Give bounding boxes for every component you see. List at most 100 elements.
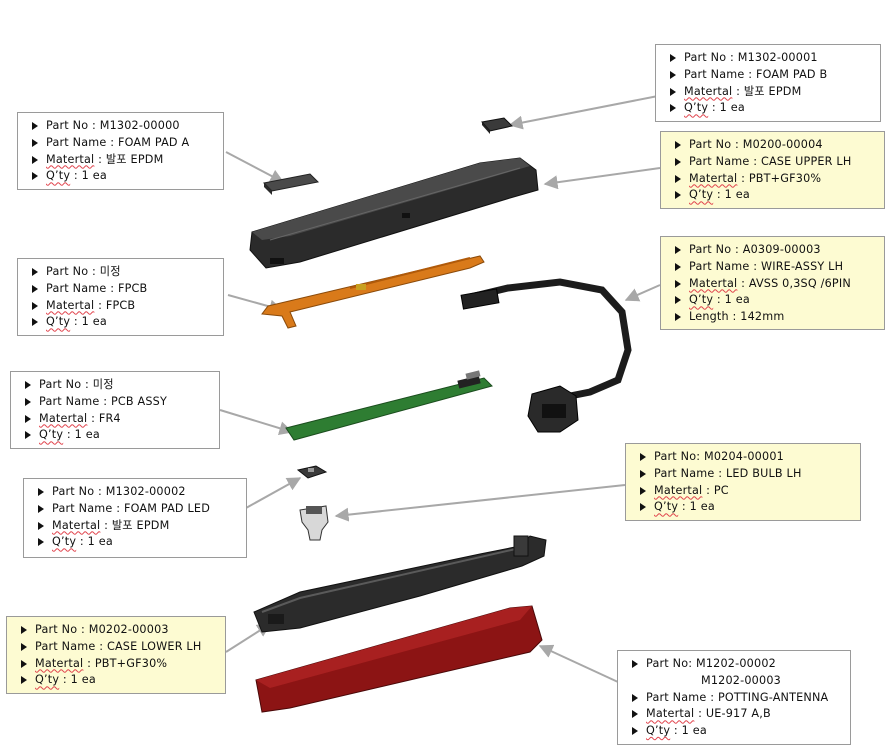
- bullet-triangle-icon: [32, 318, 38, 327]
- row-part-no-2: M1202-00003: [632, 673, 842, 690]
- bullet-triangle-icon: [25, 381, 31, 389]
- bullet-triangle-icon: [32, 122, 38, 130]
- row-part-no: Part No: M0204-00001: [640, 449, 852, 466]
- label-part-name: Part Name: [46, 281, 107, 295]
- callout-led-bulb: Part No: M0204-00001 Part Name : LED BUL…: [625, 443, 861, 521]
- row-material: Matertal : FPCB: [32, 298, 215, 315]
- foam-pad-b-part: [481, 117, 513, 134]
- bullet-triangle-icon: [675, 313, 681, 322]
- row-material: Matertal : 발포 EPDM: [32, 152, 215, 169]
- callout-wire-assy: Part No : A0309-00003 Part Name : WIRE-A…: [660, 236, 885, 330]
- label-qty: Q’ty: [52, 535, 77, 549]
- callout-foam-pad-a: Part No : M1302-00000 Part Name : FOAM P…: [17, 112, 224, 190]
- bullet-triangle-icon: [32, 301, 38, 310]
- foam-pad-led-part: [296, 465, 328, 479]
- leader-lines: [219, 95, 661, 683]
- row-part-name: Part Name : FPCB: [32, 281, 215, 298]
- bullet-triangle-icon: [640, 503, 646, 512]
- foam-pad-a-part: [262, 173, 320, 195]
- row-part-name: Part Name : FOAM PAD LED: [38, 501, 238, 518]
- value-material: UE-917 A,B: [705, 707, 771, 721]
- row-qty: Q’ty : 1 ea: [32, 168, 215, 185]
- label-part-name: Part Name: [35, 639, 96, 653]
- label-qty: Q’ty: [684, 101, 709, 115]
- bullet-triangle-icon: [670, 70, 676, 79]
- value-material: 발포 EPDM: [105, 152, 164, 166]
- bullet-triangle-icon: [38, 538, 44, 547]
- row-part-name: Part Name : CASE LOWER LH: [21, 639, 217, 656]
- callout-case-lower: Part No : M0202-00003 Part Name : CASE L…: [6, 616, 226, 694]
- callout-case-upper: Part No : M0200-00004 Part Name : CASE U…: [660, 131, 885, 209]
- row-qty: Q’ty : 1 ea: [675, 187, 876, 204]
- label-qty: Q’ty: [654, 500, 679, 514]
- label-part-name: Part Name: [654, 466, 715, 480]
- row-part-no: Part No : 미정: [25, 377, 211, 394]
- bullet-triangle-icon: [640, 486, 646, 495]
- bullet-triangle-icon: [675, 246, 681, 254]
- row-part-no: Part No: M1202-00002: [632, 656, 842, 673]
- value-part-no: M1302-00000: [99, 119, 180, 132]
- label-material: Matertal: [689, 276, 738, 290]
- row-part-name: Part Name : FOAM PAD B: [670, 67, 872, 84]
- row-part-name: Part Name : CASE UPPER LH: [675, 154, 876, 171]
- label-part-name: Part Name: [689, 259, 750, 273]
- label-material: Matertal: [646, 707, 695, 721]
- leader-foam-pad-a: [225, 151, 285, 183]
- label-qty: Q’ty: [46, 169, 71, 183]
- row-material: Matertal : AVSS 0,3SQ /6PIN: [675, 276, 876, 293]
- bullet-triangle-icon: [21, 676, 27, 685]
- row-qty: Q’ty : 1 ea: [25, 427, 211, 444]
- callout-foam-pad-b: Part No : M1302-00001 Part Name : FOAM P…: [655, 44, 881, 122]
- row-part-no: Part No : M1302-00001: [670, 50, 872, 67]
- label-length: Length: [689, 310, 729, 324]
- value-part-name: FOAM PAD A: [117, 135, 190, 149]
- value-part-no: M0204-00001: [704, 450, 784, 463]
- bullet-triangle-icon: [32, 172, 38, 181]
- row-part-no: Part No : M1302-00000: [32, 118, 215, 135]
- value-material: FPCB: [105, 298, 136, 312]
- fpcb-part: [261, 255, 485, 329]
- row-material: Matertal : UE-917 A,B: [632, 706, 842, 723]
- label-material: Matertal: [684, 84, 733, 98]
- label-part-no: Part No: [646, 657, 689, 670]
- bullet-triangle-icon: [32, 284, 38, 293]
- leader-foam-pad-b: [508, 95, 659, 130]
- label-material: Matertal: [46, 152, 95, 166]
- value-part-no: M1302-00002: [105, 485, 186, 498]
- row-part-no: Part No : 미정: [32, 264, 215, 281]
- value-material: PBT+GF30%: [748, 171, 822, 185]
- case-upper-part: [249, 157, 539, 269]
- row-part-name: Part Name : FOAM PAD A: [32, 135, 215, 152]
- row-part-name: Part Name : PCB ASSY: [25, 394, 211, 411]
- bullet-triangle-icon: [632, 693, 638, 702]
- value-material: 발포 EPDM: [743, 84, 802, 98]
- label-part-no: Part No: [654, 450, 697, 463]
- bullet-triangle-icon: [675, 262, 681, 271]
- leader-foam-pad-led: [245, 477, 302, 509]
- bullet-triangle-icon: [640, 469, 646, 478]
- bullet-triangle-icon: [21, 642, 27, 651]
- pcb-assy-part: [285, 370, 493, 441]
- value-qty: 1 ea: [689, 500, 715, 514]
- row-part-no: Part No : M0200-00004: [675, 137, 876, 154]
- row-material: Matertal : PBT+GF30%: [21, 656, 217, 673]
- value-material: PC: [713, 483, 729, 497]
- label-qty: Q’ty: [689, 293, 714, 307]
- callout-potting-antenna: Part No: M1202-00002 M1202-00003 Part Na…: [617, 650, 851, 745]
- value-qty: 1 ea: [719, 101, 745, 115]
- row-material: Matertal : 발포 EPDM: [38, 518, 238, 535]
- leader-pcb-assy: [219, 409, 294, 436]
- leader-potting: [538, 644, 619, 683]
- bullet-triangle-icon: [675, 157, 681, 166]
- value-material: FR4: [98, 411, 121, 425]
- value-part-name: WIRE-ASSY LH: [760, 259, 844, 273]
- bullet-triangle-icon: [32, 268, 38, 276]
- bullet-triangle-icon: [38, 488, 44, 496]
- label-material: Matertal: [46, 298, 95, 312]
- label-part-name: Part Name: [52, 501, 113, 515]
- value-part-no: M1202-00002: [696, 657, 776, 670]
- label-part-no: Part No: [46, 119, 89, 132]
- value-qty: 1 ea: [74, 428, 100, 442]
- label-part-no: Part No: [39, 378, 82, 391]
- label-material: Matertal: [689, 171, 738, 185]
